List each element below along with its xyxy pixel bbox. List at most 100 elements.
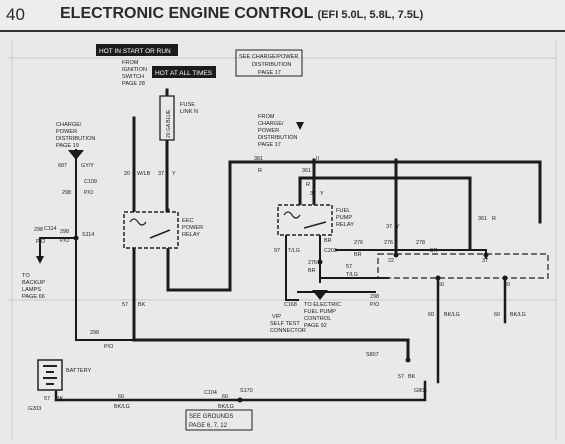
backup-arrow-icon: [36, 256, 44, 264]
wl-r-a: R: [258, 168, 262, 174]
fuse-link-2: LINK N: [180, 109, 198, 115]
wl-298d: 298: [370, 294, 379, 300]
splice-points: [73, 235, 508, 403]
wl-40: 40: [504, 282, 510, 288]
page-number: 40: [6, 5, 25, 24]
wl-r-b: R: [306, 182, 310, 188]
wl-60b: 60: [428, 312, 434, 318]
vip-3: CONNECTOR: [270, 328, 306, 334]
see-grounds-page: PAGE 6, 7, 12: [189, 423, 228, 429]
wl-57c: 57: [398, 374, 404, 380]
fuel-relay-3: RELAY: [336, 222, 354, 228]
title-subtitle: (EFI 5.0L, 5.8L, 7.5L): [317, 9, 424, 21]
vip-connector-icon: [312, 290, 328, 300]
wl-60c: 60: [494, 312, 500, 318]
from-ignition-3: SWITCH: [122, 74, 144, 80]
to-backup-4: PAGE 66: [22, 294, 45, 300]
wl-276a: 276: [354, 240, 363, 246]
wire-361: [298, 176, 472, 250]
title-text: ELECTRONIC ENGINE CONTROL: [60, 5, 314, 22]
charge-dist-arrow-icon: [68, 150, 84, 160]
wire-97-tlg: [285, 231, 299, 301]
to-fuel-pump-1: TO ELECTRIC: [304, 302, 341, 308]
wl-c109: C109: [84, 179, 97, 185]
wl-c104: C104: [204, 390, 217, 396]
fuel-relay-2: PUMP: [336, 215, 352, 221]
wl-wlb: W/LB: [137, 171, 151, 177]
wire-298-backup: [39, 237, 77, 259]
hot-all-times-box: HOT AT ALL TIMES: [152, 66, 216, 78]
wl-bklg-c: BK/LG: [114, 404, 130, 410]
wl-c114: C114: [44, 226, 57, 232]
fuel-relay-1: FUEL: [336, 208, 350, 214]
wire-60-ground: [54, 380, 427, 402]
to-backup-3: LAMPS: [22, 287, 41, 293]
vip-2: SELF TEST: [270, 321, 300, 327]
wl-bk-a: BK: [138, 302, 146, 308]
see-grounds-box: SEE GROUNDS PAGE 6, 7, 12: [185, 409, 253, 431]
see-grounds-label: SEE GROUNDS: [189, 414, 233, 420]
from-charge-arrow-icon: [296, 122, 304, 130]
wl-bk-c: BK: [56, 396, 64, 402]
wl-br-a: BR: [324, 238, 332, 244]
hot-start-run-box: HOT IN START OR RUN: [96, 44, 178, 56]
wl-37a: 37: [158, 171, 164, 177]
charge-left-4: PAGE 19: [56, 143, 79, 149]
wl-br-d: BR: [430, 248, 438, 254]
from-ignition-2: IGNITION: [122, 67, 147, 73]
page-title: ELECTRONIC ENGINE CONTROL (EFI 5.0L, 5.8…: [60, 5, 423, 23]
charge-left-1: CHARGE/: [56, 122, 82, 128]
hot-all-times-label: HOT AT ALL TIMES: [155, 70, 213, 77]
from-charge-3: POWER: [258, 128, 279, 134]
from-charge-4: DISTRIBUTION: [258, 135, 297, 141]
pin-22: 22: [388, 258, 394, 264]
wl-s170: S170: [240, 388, 253, 394]
fuse-link-1: FUSE: [180, 102, 195, 108]
wl-37b: 37: [310, 191, 316, 197]
charge-dist-box: SEE CHARGE/POWER DISTRIBUTION PAGE 17: [235, 49, 303, 77]
charge-dist-box-line3: PAGE 17: [258, 70, 281, 76]
charge-dist-box-line2: DISTRIBUTION: [252, 62, 291, 68]
wl-361b: 361: [478, 216, 487, 222]
to-fuel-pump-4: PAGE 92: [304, 323, 327, 329]
wl-s114: S114: [82, 232, 94, 238]
wl-381a: 381: [254, 156, 263, 162]
wl-r-c: R: [492, 216, 496, 222]
wl-po-d: P/O: [370, 302, 379, 308]
charge-left-3: DISTRIBUTION: [56, 136, 95, 142]
wl-361a: 361: [302, 168, 311, 174]
from-charge-1: FROM: [258, 114, 275, 120]
wl-298b: 298: [34, 227, 43, 233]
eec-relay-3: RELAY: [182, 232, 200, 238]
eec-module-connector: [377, 253, 549, 279]
wl-298e: 298: [90, 330, 99, 336]
fuse-link: [159, 95, 175, 141]
wl-po-c: P/O: [60, 238, 69, 244]
wire-381-down: [166, 160, 232, 292]
wl-y-a: Y: [172, 171, 176, 177]
wl-57a: 57: [346, 264, 352, 270]
pin-37: 37: [482, 258, 488, 264]
wl-y-b: Y: [320, 191, 324, 197]
wl-bklg-a: BK/LG: [444, 312, 460, 318]
hot-start-run-label: HOT IN START OR RUN: [99, 48, 171, 55]
wl-bk-b: BK: [408, 374, 416, 380]
wl-298a: 298: [62, 190, 71, 196]
wl-60e: 60: [222, 394, 228, 400]
wl-ii: II: [316, 156, 319, 162]
wl-po-b: P/O: [36, 239, 45, 245]
wl-687: 687: [58, 163, 67, 169]
wire-57-bk: [132, 246, 410, 362]
wl-bklg-b: BK/LG: [510, 312, 526, 318]
battery-label: BATTERY: [66, 368, 92, 374]
to-backup-1: TO: [22, 273, 30, 279]
from-ignition-4: PAGE 28: [122, 81, 145, 87]
wl-gy-y: GY/Y: [81, 163, 94, 169]
to-fuel-pump-3: CONTROL: [304, 316, 331, 322]
wl-37c: 37: [386, 224, 392, 230]
wl-tlg-b: T/LG: [346, 272, 358, 278]
wl-c202: C202: [324, 248, 337, 254]
from-charge-5: PAGE 17: [258, 142, 281, 148]
